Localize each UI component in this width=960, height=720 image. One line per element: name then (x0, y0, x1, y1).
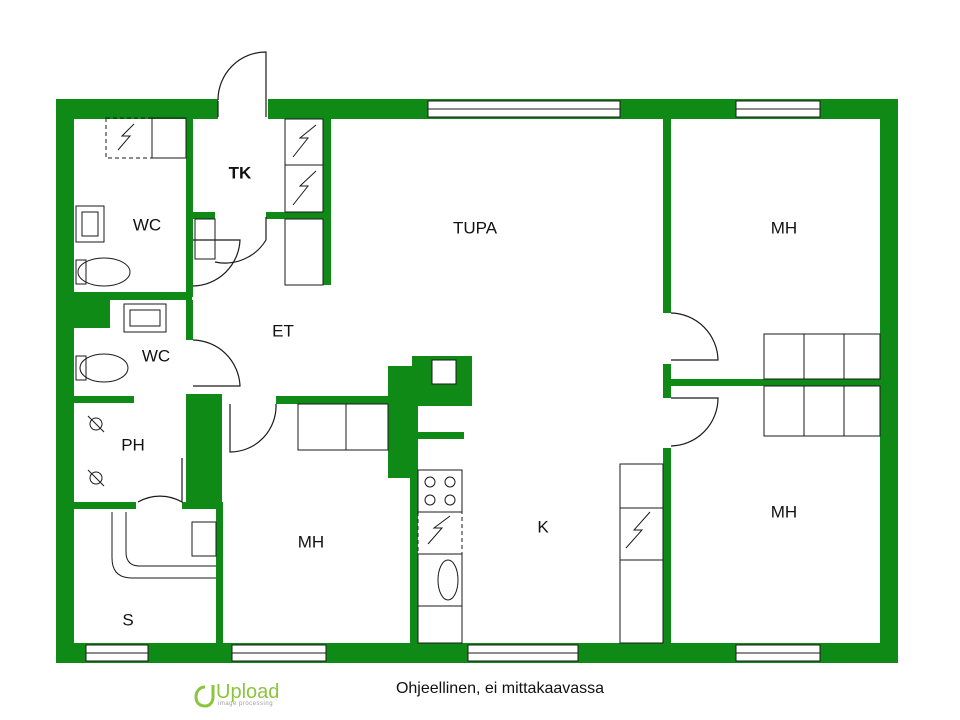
wall-ph-top (74, 396, 134, 403)
label-mh-top-right: MH (771, 218, 797, 237)
label-s: S (122, 610, 133, 629)
shower-ph-2 (89, 471, 103, 485)
wall-wc-tk (186, 117, 193, 297)
wardrobe-et (284, 218, 324, 286)
fixtures (75, 117, 881, 644)
wardrobe-k-2 (619, 507, 664, 561)
wardrobe-mh-5 (803, 385, 845, 437)
label-k: K (537, 517, 549, 536)
label-tk: TK (229, 163, 252, 182)
cabinet-wc-top (151, 117, 187, 159)
label-mh-bottom-mid: MH (298, 532, 324, 551)
wall-ph-right-thick (186, 394, 222, 508)
wall-ph-bottom-2 (182, 502, 222, 509)
door-ph (137, 458, 183, 504)
wardrobe-tk-1 (284, 118, 324, 166)
wardrobe-mh-3 (843, 333, 881, 380)
door-entrance (217, 51, 267, 101)
upload-logo: Upload image processing (194, 681, 304, 711)
wall-tk-bottom (193, 212, 215, 219)
stove (417, 469, 463, 513)
fridge (417, 511, 463, 555)
label-wc-mid: WC (142, 346, 170, 365)
door-wc-top (192, 239, 241, 287)
wall-wc-block (74, 300, 110, 328)
doors (137, 51, 719, 504)
kitchen-sink (417, 553, 463, 607)
wall-k-left (410, 470, 418, 645)
shelf-mh-1 (297, 403, 347, 451)
shower-top (105, 117, 153, 159)
sink-wc-mid (123, 303, 167, 333)
toilet-wc-top (77, 257, 131, 287)
toilet-wc-mid (79, 353, 129, 383)
door-mh-top-right (670, 312, 719, 361)
cabinet-tk (194, 218, 216, 260)
logo-tagline: image processing (218, 701, 274, 707)
label-tupa: TUPA (453, 218, 498, 237)
room-labels: WC TK TUPA MH ET WC PH MH K MH S (121, 163, 797, 629)
door-mh-bottom-right (670, 397, 719, 447)
disclaimer-caption: Ohjeellinen, ei mittakaavassa (395, 680, 605, 697)
label-mh-bottom-right: MH (771, 502, 797, 521)
exterior-wall-left (56, 99, 74, 663)
sauna-stove (191, 521, 217, 557)
wardrobe-mh-4 (763, 385, 805, 437)
wall-mh-top (276, 396, 394, 404)
windows (85, 99, 821, 662)
wall-mh-divider (671, 379, 880, 386)
logo-mark-icon (194, 685, 215, 708)
entrance-opening (218, 99, 268, 119)
wall-k-shelf (418, 432, 464, 439)
wall-wc-divider (74, 292, 192, 300)
wardrobe-mh-2 (803, 333, 845, 380)
sauna-bench (111, 512, 216, 579)
label-ph: PH (121, 435, 145, 454)
label-wc-top: WC (133, 215, 161, 234)
wall-wc-mid-right (186, 300, 193, 340)
wardrobe-k-1 (619, 463, 664, 509)
sink-wc-top (75, 205, 105, 243)
label-et: ET (272, 321, 294, 340)
chimney-opening (431, 359, 457, 385)
wall-ph-bottom (74, 502, 136, 509)
door-wc-mid (192, 339, 241, 387)
wall-tk-bottom-2 (266, 212, 324, 219)
wardrobe-tk-2 (284, 164, 324, 213)
door-mh-mid (229, 403, 277, 453)
wardrobe-mh-6 (843, 385, 881, 437)
wall-mh-right-upper (663, 117, 671, 313)
wardrobe-mh-1 (763, 333, 805, 380)
shower-ph-1 (89, 417, 103, 431)
wall-mh-right-lower (663, 448, 671, 645)
wall-s-right (216, 502, 223, 647)
shelf-mh-2 (345, 403, 389, 451)
wall-mh-right-mid (663, 364, 671, 398)
wall-tk-right (323, 117, 331, 285)
door-tk (214, 217, 267, 264)
exterior-wall-right (880, 99, 898, 663)
logo-word: Upload (216, 681, 280, 703)
